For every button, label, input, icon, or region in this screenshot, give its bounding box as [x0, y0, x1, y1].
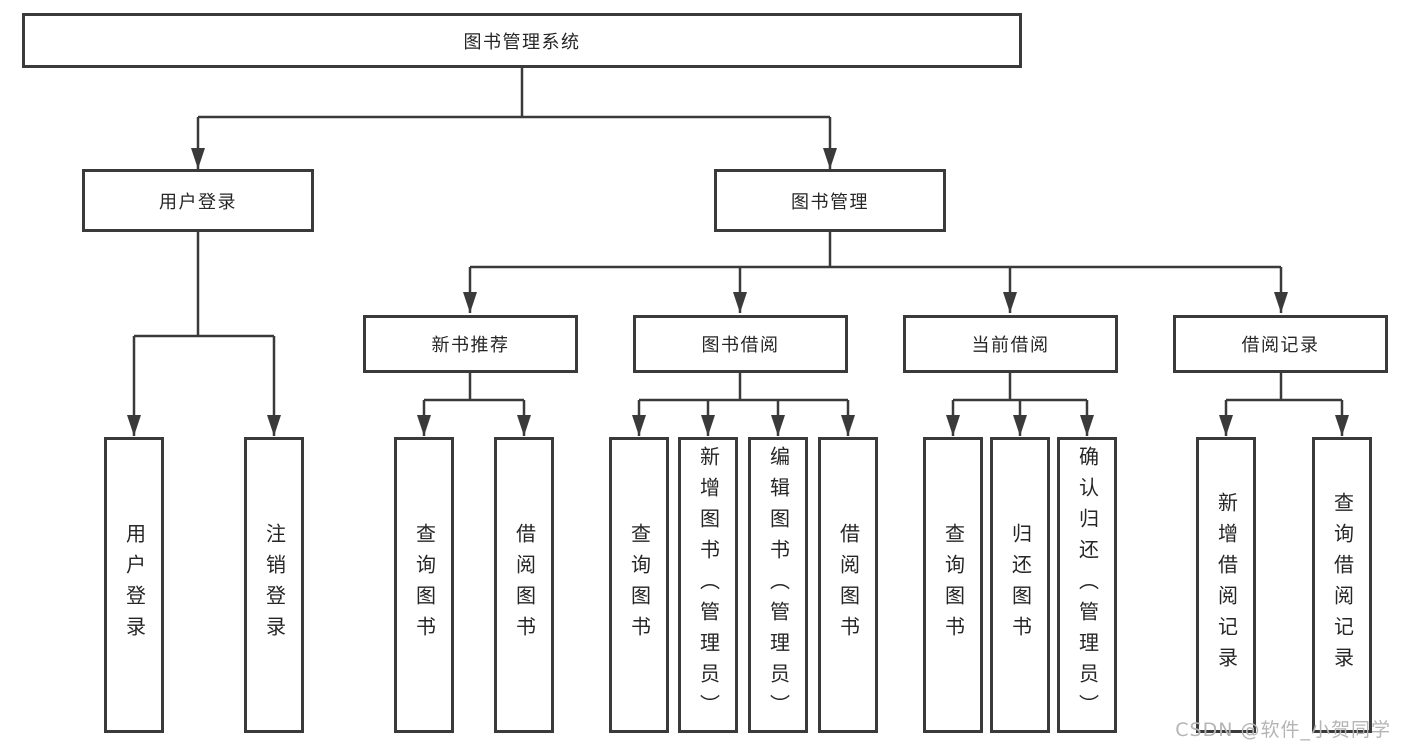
leaf-borrow-query-books: 查询图书 [609, 437, 669, 733]
node-user-login-branch-label: 用户登录 [159, 191, 237, 213]
leaf-current-query-books: 查询图书 [923, 437, 983, 733]
leaf-current-return-books: 归还图书 [990, 437, 1050, 733]
leaf-current-confirm-return-admin: 确认归还（管理员） [1057, 437, 1117, 733]
node-new-book-recommend: 新书推荐 [363, 315, 578, 373]
node-root: 图书管理系统 [22, 13, 1022, 68]
leaf-records-add-borrow-record-label: 新增借阅记录 [1214, 492, 1239, 678]
leaf-borrow-add-books-admin: 新增图书（管理员） [678, 437, 738, 733]
leaf-newbook-query-books-label: 查询图书 [412, 523, 437, 647]
leaf-records-query-borrow-record-label: 查询借阅记录 [1330, 492, 1355, 678]
leaf-borrow-edit-books-admin-label: 编辑图书（管理员） [766, 445, 791, 725]
node-root-label: 图书管理系统 [463, 31, 581, 53]
node-book-management-branch: 图书管理 [714, 169, 946, 232]
leaf-newbook-borrow-books: 借阅图书 [494, 437, 554, 733]
node-book-management-branch-label: 图书管理 [791, 191, 869, 213]
leaf-borrow-edit-books-admin: 编辑图书（管理员） [748, 437, 808, 733]
leaf-borrow-query-books-label: 查询图书 [627, 523, 652, 647]
leaf-borrow-borrow-books: 借阅图书 [818, 437, 878, 733]
leaf-records-query-borrow-record: 查询借阅记录 [1312, 437, 1372, 733]
connector-book-borrow-to-leaves [632, 373, 855, 436]
connector-book-management-to-level3 [463, 232, 1288, 313]
leaf-borrow-borrow-books-label: 借阅图书 [836, 523, 861, 647]
connector-user-login-to-leaves [127, 232, 281, 436]
node-user-login-branch: 用户登录 [82, 169, 314, 232]
node-new-book-recommend-label: 新书推荐 [431, 335, 510, 356]
leaf-current-query-books-label: 查询图书 [941, 523, 966, 647]
node-book-borrow-label: 图书借阅 [701, 335, 780, 356]
leaf-user-login-label: 用户登录 [122, 523, 147, 647]
leaf-logout-label: 注销登录 [262, 523, 287, 647]
leaf-current-confirm-return-admin-label: 确认归还（管理员） [1075, 445, 1100, 725]
leaf-newbook-borrow-books-label: 借阅图书 [512, 523, 537, 647]
leaf-user-login: 用户登录 [104, 437, 164, 733]
csdn-watermark: CSDN @软件_小贺同学 [1175, 719, 1391, 741]
leaf-current-return-books-label: 归还图书 [1008, 523, 1033, 647]
node-borrow-records-label: 借阅记录 [1241, 335, 1320, 356]
connector-new-book-recommend-to-leaves [417, 373, 531, 436]
leaf-borrow-add-books-admin-label: 新增图书（管理员） [696, 445, 721, 725]
node-borrow-records: 借阅记录 [1173, 315, 1388, 373]
node-current-borrow: 当前借阅 [903, 315, 1118, 373]
connector-root-to-level2 [191, 68, 837, 169]
leaf-records-add-borrow-record: 新增借阅记录 [1196, 437, 1256, 733]
node-book-borrow: 图书借阅 [633, 315, 848, 373]
leaf-newbook-query-books: 查询图书 [394, 437, 454, 733]
node-current-borrow-label: 当前借阅 [971, 335, 1050, 356]
connector-current-borrow-to-leaves [946, 373, 1094, 436]
leaf-logout: 注销登录 [244, 437, 304, 733]
connector-borrow-records-to-leaves [1219, 373, 1349, 436]
